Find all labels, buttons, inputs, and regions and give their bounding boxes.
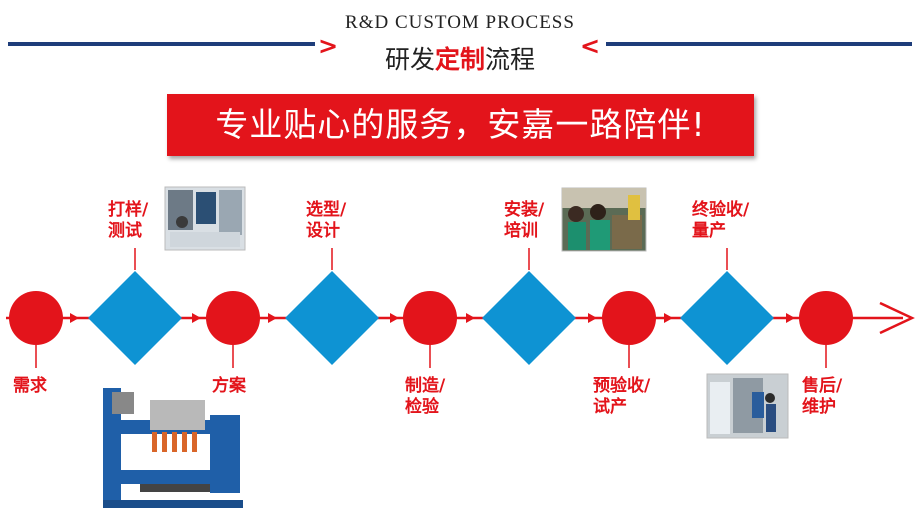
step-label-line: 检验 xyxy=(405,397,439,417)
circle-nodes xyxy=(9,291,853,345)
step-label-line: 方案 xyxy=(212,376,246,396)
diamond-node-installation xyxy=(482,271,576,365)
header-title-en: R&D CUSTOM PROCESS xyxy=(345,12,575,33)
step-label-line: 维护 xyxy=(802,397,836,417)
connector-arrow xyxy=(786,313,795,323)
step-label-line: 测试 xyxy=(108,221,142,241)
step-label-preacceptance: 预验收/ 试产 xyxy=(593,376,650,418)
step-label-demand: 需求 xyxy=(13,376,47,397)
right-arrow-icon xyxy=(879,301,915,335)
step-label-plan: 方案 xyxy=(212,376,246,397)
step-label-selection: 选型/ 设计 xyxy=(306,200,346,242)
circle-node-manufacture xyxy=(403,291,457,345)
step-label-line: 售后/ xyxy=(802,376,843,396)
circle-node-demand xyxy=(9,291,63,345)
header-left-line xyxy=(8,42,315,46)
step-label-manufacture: 制造/ 检验 xyxy=(405,376,445,418)
step-label-aftersales: 售后/ 维护 xyxy=(802,376,842,418)
header-title-cn-post: 流程 xyxy=(485,45,536,74)
step-label-line: 打样/ xyxy=(108,200,149,220)
circle-node-preacceptance xyxy=(602,291,656,345)
header-title-cn: 研发定制流程 xyxy=(0,40,920,76)
connector-arrow xyxy=(466,313,475,323)
chevron-left-icon: < xyxy=(580,32,601,60)
photo-installation-training xyxy=(561,187,647,252)
step-label-line: 设计 xyxy=(306,221,340,241)
diamond-node-selection xyxy=(285,271,379,365)
step-label-line: 预验收/ xyxy=(593,376,651,396)
step-label-final-acceptance: 终验收/ 量产 xyxy=(692,200,749,242)
connector-arrow xyxy=(268,313,277,323)
connector-arrow xyxy=(70,313,79,323)
connector-arrows xyxy=(70,313,795,323)
slogan-banner: 专业贴心的服务，安嘉一路陪伴! xyxy=(167,94,754,156)
connector-arrow xyxy=(390,313,399,323)
diamond-node-final-acceptance xyxy=(680,271,774,365)
photo-workshop-service xyxy=(706,373,789,439)
connector-arrow xyxy=(588,313,597,323)
step-label-line: 量产 xyxy=(692,221,726,241)
step-label-line: 终验收/ xyxy=(692,200,750,220)
connector-arrow xyxy=(192,313,201,323)
connector-arrow xyxy=(664,313,673,323)
header-title-cn-pre: 研发 xyxy=(384,45,435,74)
photo-sampling-lab xyxy=(164,186,246,251)
step-label-sampling: 打样/ 测试 xyxy=(108,200,148,242)
circle-node-aftersales xyxy=(799,291,853,345)
step-label-line: 试产 xyxy=(593,397,627,417)
photo-welding-machine xyxy=(103,388,243,508)
step-label-line: 需求 xyxy=(13,376,47,396)
step-label-line: 培训 xyxy=(504,221,538,241)
header-right-line xyxy=(606,42,912,46)
diamond-node-sampling xyxy=(88,271,182,365)
tick-lines xyxy=(35,248,827,368)
diamond-nodes xyxy=(88,271,774,365)
header-title-cn-highlight: 定制 xyxy=(434,45,485,74)
step-label-line: 安装/ xyxy=(504,200,545,220)
step-label-line: 选型/ xyxy=(306,200,347,220)
step-label-line: 制造/ xyxy=(405,376,446,396)
chevron-right-icon: > xyxy=(318,32,339,60)
step-label-installation: 安装/ 培训 xyxy=(504,200,544,242)
circle-node-plan xyxy=(206,291,260,345)
